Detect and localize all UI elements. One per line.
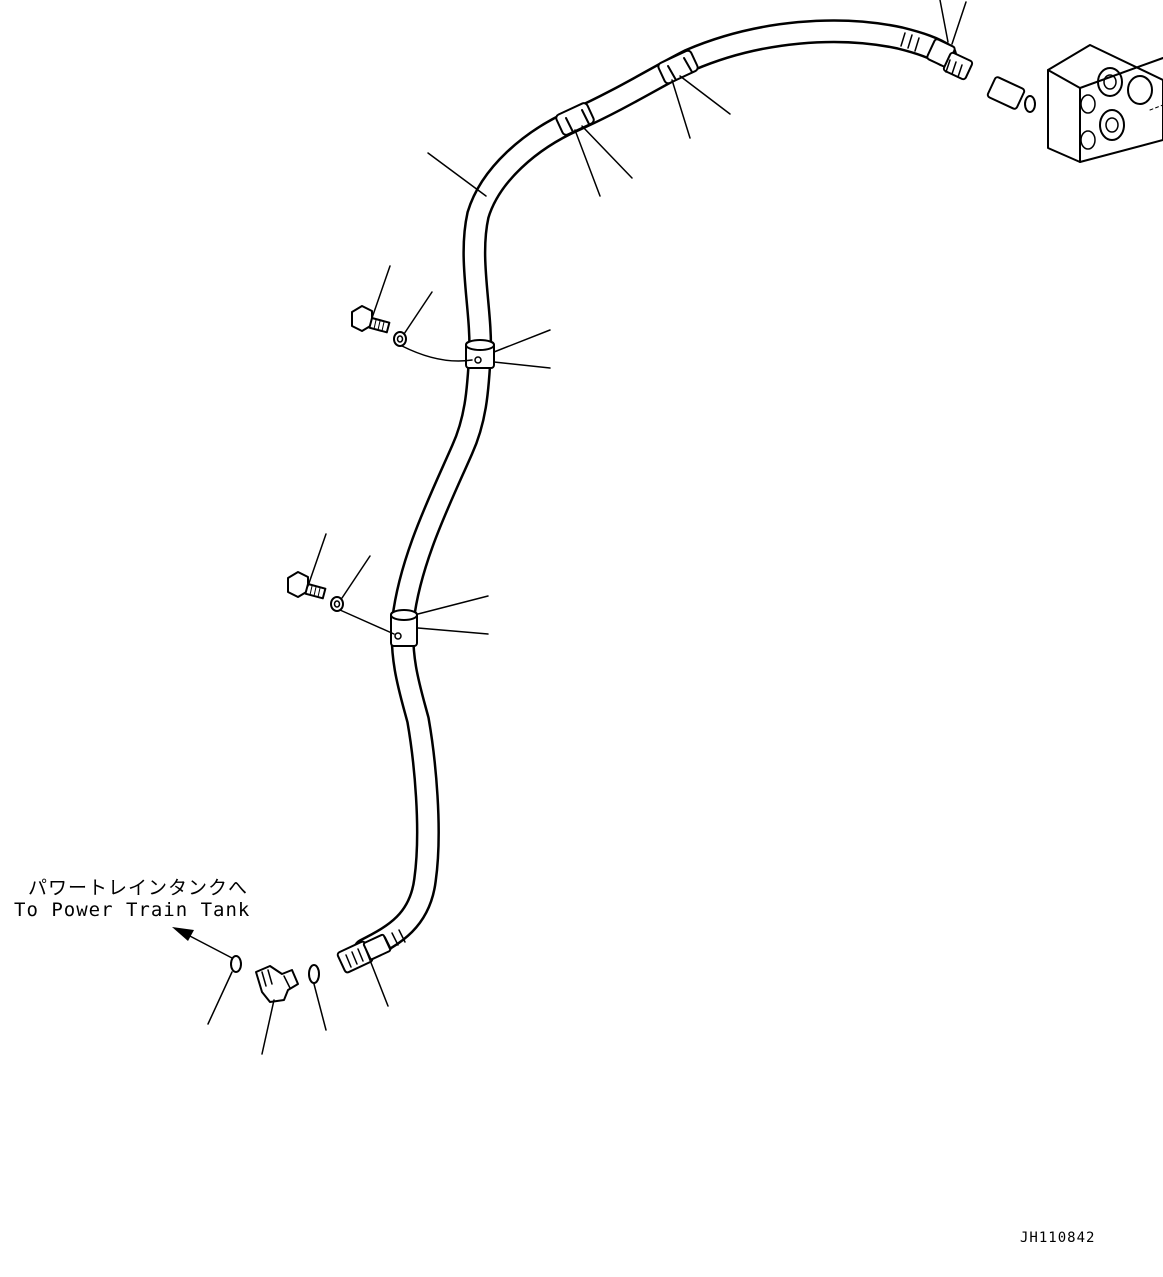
washer-upper: [393, 331, 407, 347]
bolt-lower: [287, 571, 327, 600]
hose-clamp-lower: [390, 609, 418, 647]
valve-block: [1047, 44, 1163, 163]
flow-direction-arrow: [172, 927, 233, 959]
destination-label-jp: パワートレインタンクへ: [28, 877, 249, 899]
hose-end-fitting-lower: [336, 933, 392, 974]
adapter-fitting: [986, 76, 1036, 113]
bolt-upper: [351, 305, 391, 334]
elbow-fitting: [255, 965, 299, 1003]
hose-clamp-middle: [465, 339, 495, 369]
destination-label-en: To Power Train Tank: [14, 899, 251, 921]
drawing-code: JH110842: [1020, 1230, 1096, 1246]
washer-lower: [330, 596, 344, 612]
o-ring-right: [308, 964, 320, 984]
hose-clamp-upper-left: [555, 102, 595, 136]
leader-lines: [207, 0, 967, 1055]
hose-end-fitting-upper: [926, 38, 974, 81]
o-ring-left: [230, 955, 242, 973]
hydraulic-hose: [353, 19, 957, 962]
hose-clamp-upper-right: [657, 49, 699, 85]
